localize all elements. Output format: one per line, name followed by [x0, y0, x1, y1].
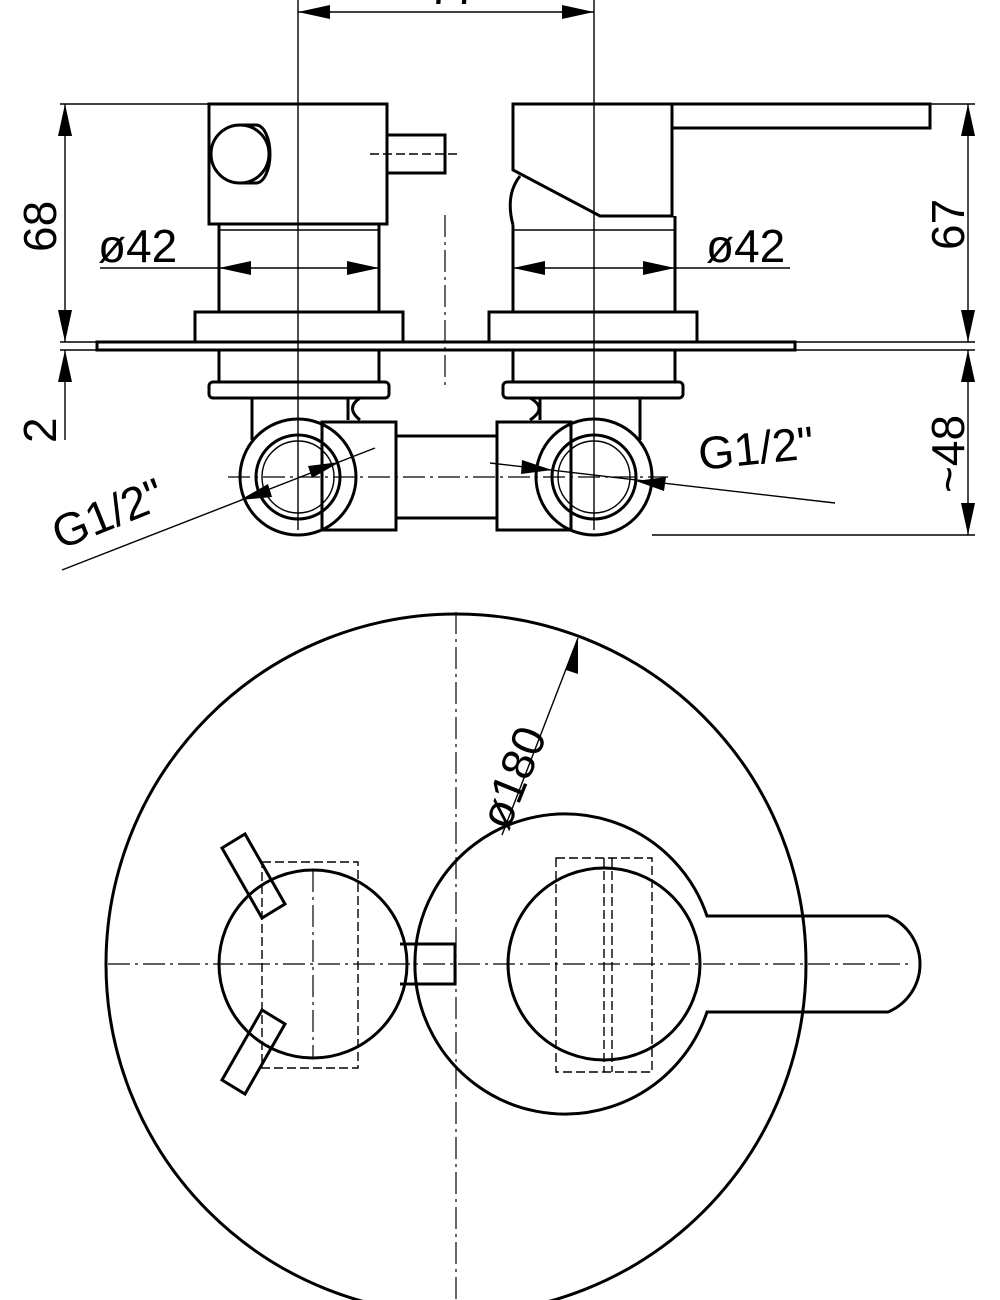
- left-cross-handle: [217, 831, 457, 1097]
- dimension-diameter-left: ø42: [98, 220, 177, 272]
- dimension-height-right: 67: [922, 199, 974, 250]
- dimension-height-left: 68: [14, 201, 66, 252]
- thread-label-right: G1/2": [696, 416, 817, 480]
- right-lever-handle: [413, 812, 922, 1116]
- front-view: ø180: [104, 612, 922, 1300]
- dimension-plate-diameter: ø180: [469, 719, 556, 836]
- wall-plate: [95, 340, 797, 352]
- side-view: 77: [14, 0, 975, 571]
- dimension-top-width: 77: [428, 0, 479, 14]
- dimension-diameter-right: ø42: [706, 220, 785, 272]
- right-lever-body: [511, 102, 932, 218]
- dimension-depth: ~48: [922, 415, 974, 493]
- thread-label-left: G1/2": [44, 468, 171, 560]
- dimension-plate-thickness: 2: [14, 417, 66, 443]
- left-handle-cap: [207, 102, 389, 226]
